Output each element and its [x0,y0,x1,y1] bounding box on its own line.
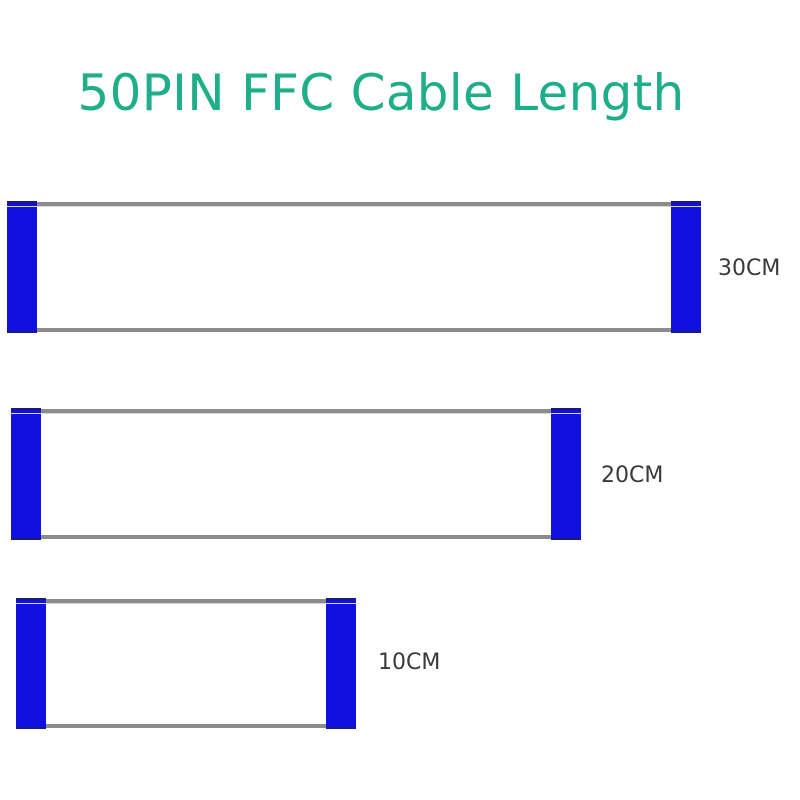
cable-20cm [11,408,581,540]
page-title: 50PIN FFC Cable Length [77,64,685,122]
cable-10cm-left-connector [16,598,46,729]
cable-10cm-right-connector [326,598,356,729]
cable-20cm-left-connector [11,408,41,540]
cable-30cm-right-connector [671,201,701,333]
cable-30cm-length-label: 30CM [718,256,781,281]
cable-10cm-length-label: 10CM [378,650,441,675]
cable-20cm-right-connector [551,408,581,540]
cable-30cm [7,201,701,333]
cable-20cm-length-label: 20CM [601,463,664,488]
cable-10cm [16,598,356,729]
cable-30cm-left-connector [7,201,37,333]
